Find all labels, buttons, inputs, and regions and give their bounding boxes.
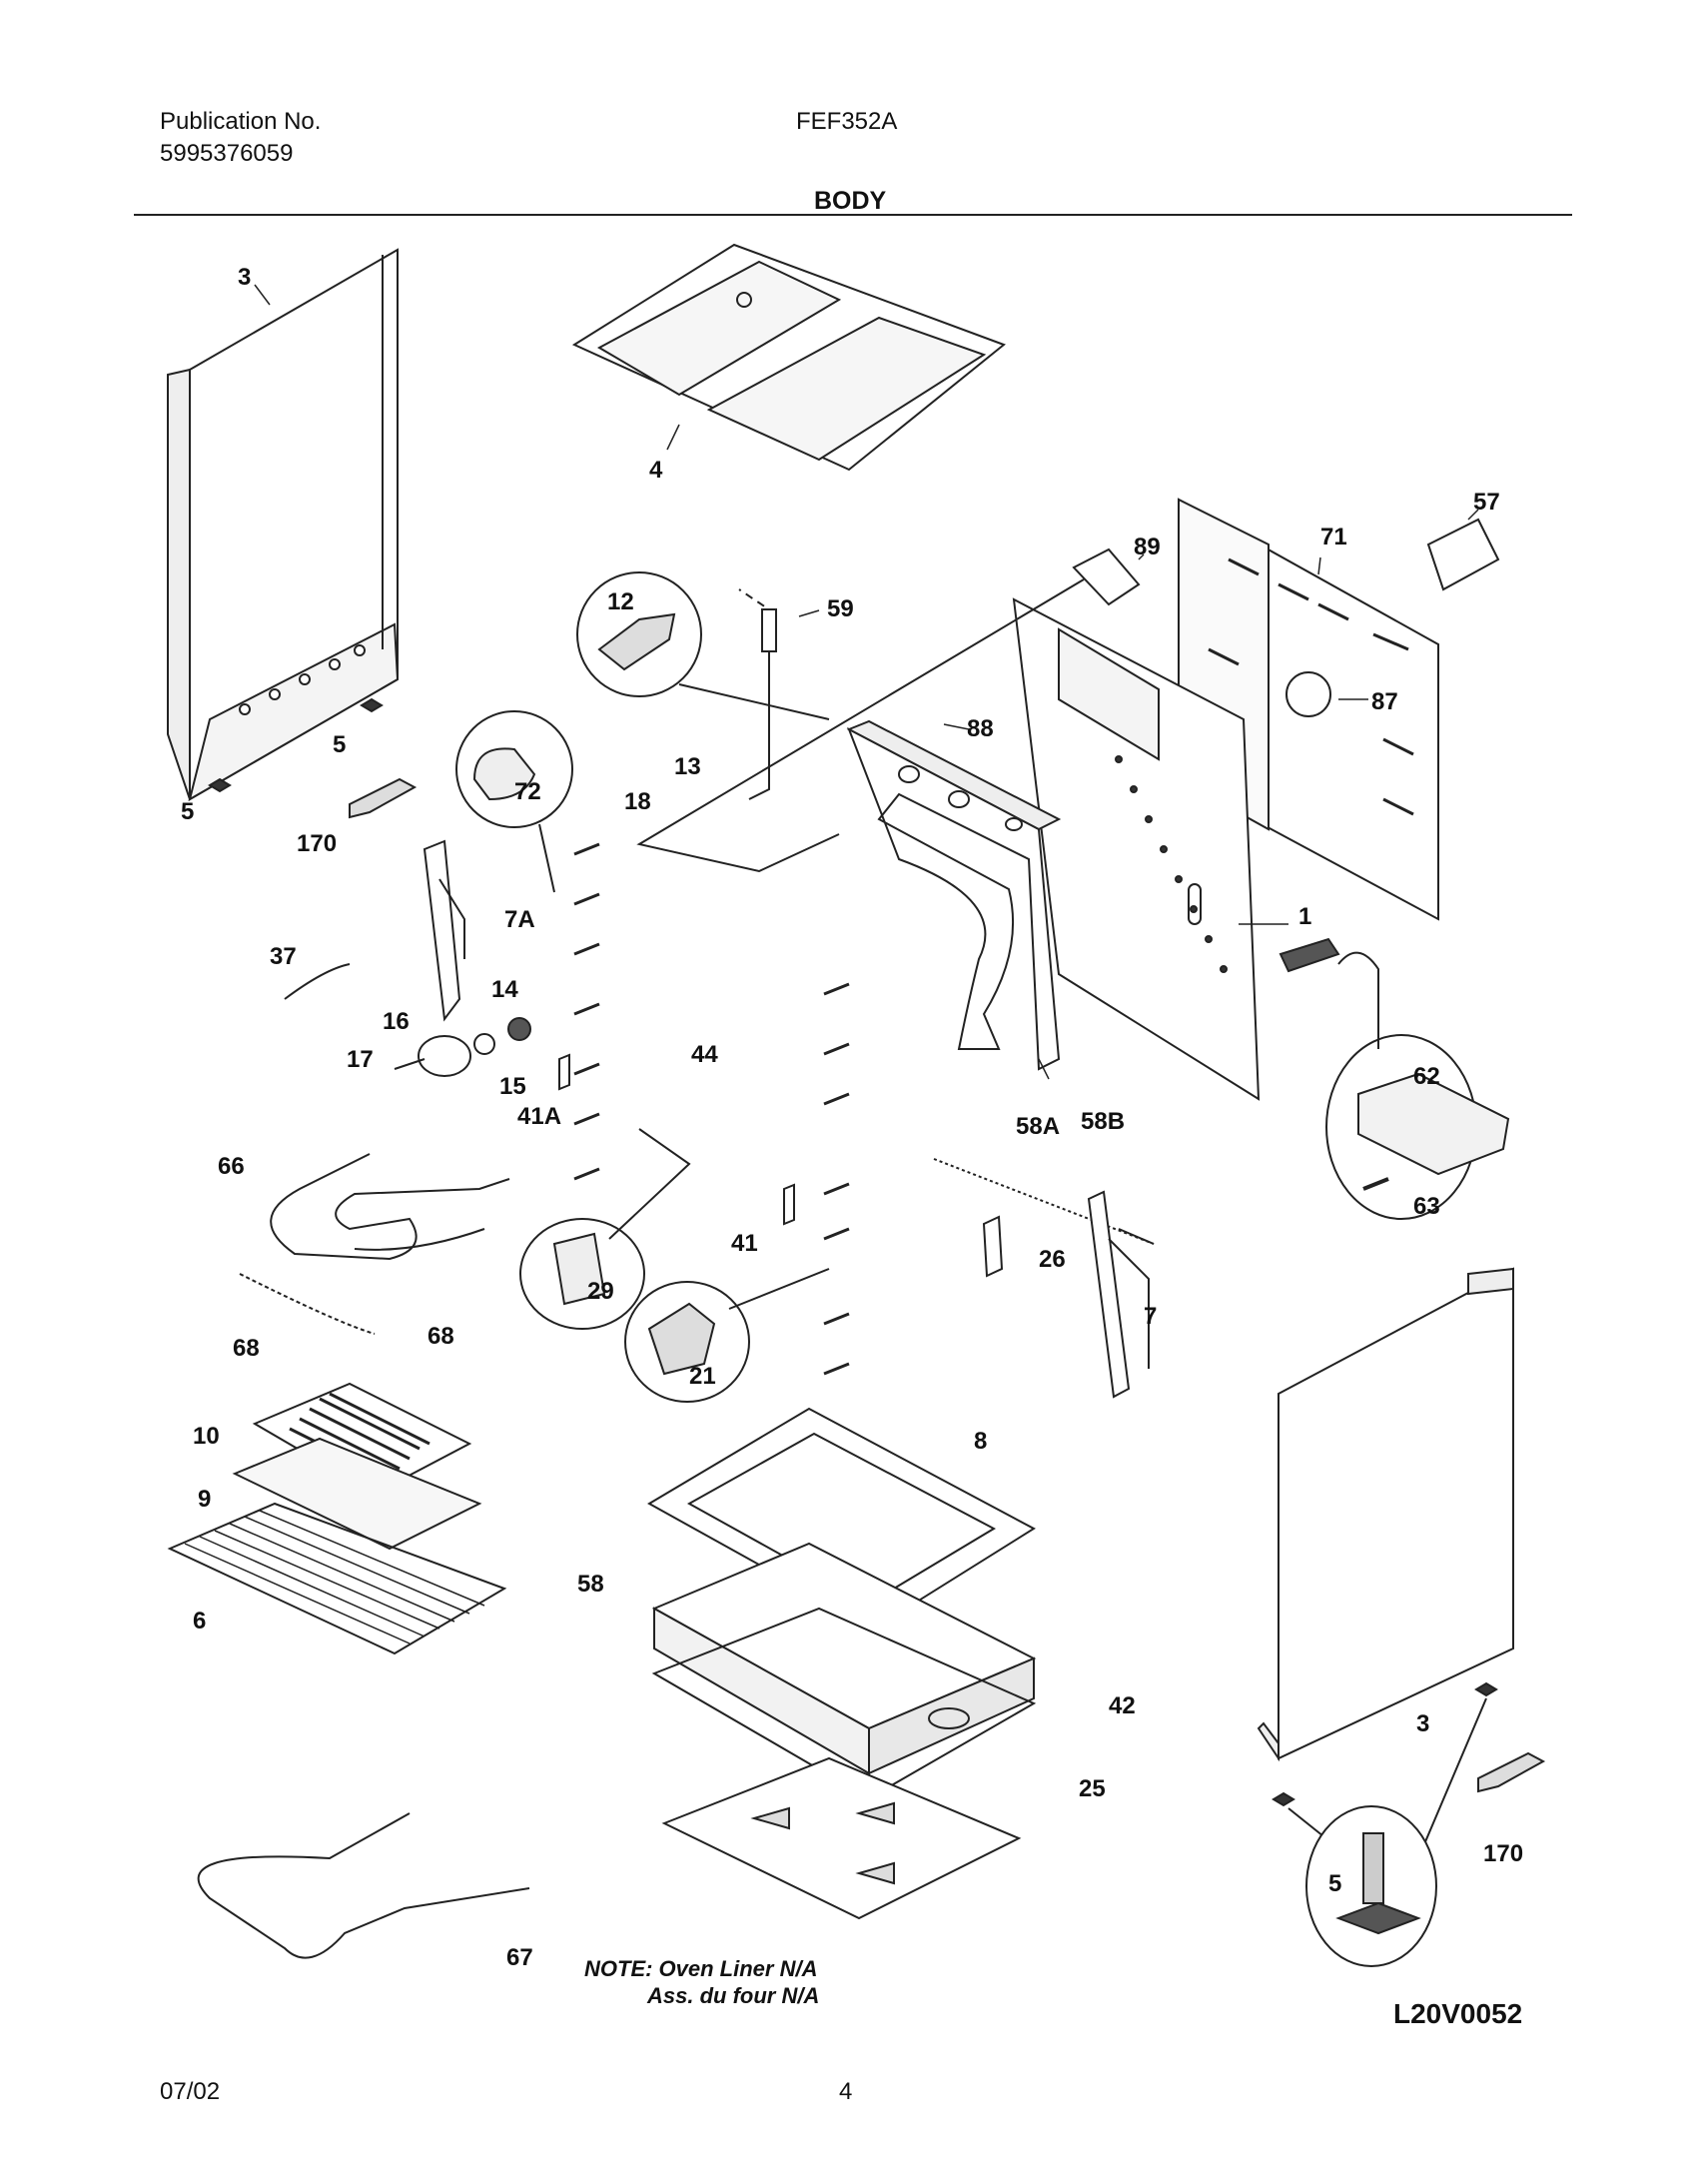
- callout-7: 7: [1144, 1303, 1157, 1330]
- lamp-socket-21-bubble: [624, 1268, 830, 1403]
- clip-29-bubble: [519, 1128, 691, 1330]
- right-side-panel: [1257, 1267, 1514, 1762]
- model-number: FEF352A: [796, 108, 898, 135]
- callout-170-left: 170: [297, 830, 337, 857]
- callout-72: 72: [514, 778, 541, 805]
- callout-44: 44: [691, 1041, 718, 1068]
- left-side-panel: [167, 248, 400, 802]
- door-hinge-right: [1087, 1190, 1150, 1399]
- callout-26: 26: [1039, 1246, 1066, 1273]
- broiler-pan: [232, 1437, 482, 1551]
- callout-41A: 41A: [517, 1103, 561, 1130]
- footer-page-number: 4: [839, 2078, 853, 2105]
- callout-8: 8: [974, 1428, 987, 1455]
- broil-element: [270, 1153, 510, 1261]
- callout-68-a: 68: [427, 1323, 454, 1350]
- callout-17: 17: [347, 1046, 374, 1073]
- callout-4: 4: [649, 457, 663, 484]
- callout-5-a: 5: [333, 731, 346, 758]
- anti-tip-bracket-left: [349, 777, 418, 819]
- callout-58B: 58B: [1081, 1108, 1125, 1135]
- callout-14: 14: [491, 976, 518, 1003]
- lamp-socket-bubble: [455, 710, 573, 893]
- callout-13: 13: [674, 753, 701, 780]
- callout-58A: 58A: [1016, 1113, 1060, 1140]
- callout-12: 12: [607, 588, 634, 615]
- header-rule: [134, 214, 1572, 216]
- bracket-41: [783, 1183, 795, 1226]
- bracket-41A: [558, 1053, 570, 1091]
- callout-170-right: 170: [1483, 1840, 1523, 1867]
- front-frame: [846, 719, 1062, 1071]
- leveling-leg-detail-bubble: [1305, 1805, 1437, 1967]
- callout-16: 16: [383, 1008, 410, 1035]
- screw-set-left: [573, 842, 600, 1181]
- callout-71: 71: [1320, 524, 1347, 550]
- screw-set-center: [823, 982, 850, 1376]
- callout-67: 67: [506, 1944, 533, 1971]
- terminal-block-detail-bubble: [1325, 951, 1510, 1220]
- terminal-block: [1279, 937, 1340, 973]
- oven-bottom-panel: [651, 1607, 1037, 1800]
- callout-7A: 7A: [504, 906, 535, 933]
- callout-3-right: 3: [1416, 1710, 1429, 1737]
- anti-tip-bracket-right: [1477, 1751, 1546, 1793]
- callout-18: 18: [624, 788, 651, 815]
- callout-15: 15: [499, 1073, 526, 1100]
- selector-switch-bubble: [576, 571, 830, 720]
- callout-89: 89: [1134, 534, 1161, 560]
- wiring-lower: [933, 1158, 1155, 1245]
- door-hinge-left: [423, 839, 465, 1022]
- callout-21: 21: [689, 1363, 716, 1390]
- inner-oven-body: [1012, 597, 1261, 1101]
- callout-87: 87: [1371, 688, 1398, 715]
- callout-37: 37: [270, 943, 297, 970]
- callout-42: 42: [1109, 1692, 1136, 1719]
- wire-37: [284, 963, 351, 1000]
- callout-3-left: 3: [238, 264, 251, 291]
- callout-9: 9: [198, 1486, 211, 1513]
- callout-68-b: 68: [233, 1335, 260, 1362]
- callout-1: 1: [1298, 903, 1311, 930]
- oven-insulation: [651, 1542, 1037, 1775]
- leveling-leg-left: [208, 697, 384, 793]
- callout-labels: 3 4 57 71 89 12 59 88 87 13 18 72 5 5 17…: [181, 264, 1523, 1971]
- oven-rack: [167, 1502, 507, 1655]
- callout-29: 29: [587, 1278, 614, 1305]
- bake-element: [197, 1812, 530, 1959]
- note-line-2: Ass. du four N/A: [647, 1983, 820, 2008]
- publication-label: Publication No.: [160, 108, 322, 135]
- diagram-code: L20V0052: [1393, 1998, 1523, 2029]
- leader-lines: [254, 284, 1479, 1080]
- footer-date: 07/02: [160, 2078, 221, 2105]
- wire-68: [239, 1228, 485, 1335]
- note-line-1: NOTE: Oven Liner N/A: [584, 1956, 818, 1981]
- callout-57: 57: [1473, 489, 1500, 516]
- callout-6: 6: [193, 1608, 206, 1635]
- callout-41: 41: [731, 1230, 758, 1257]
- callout-58: 58: [577, 1571, 604, 1598]
- callout-88: 88: [967, 715, 994, 742]
- section-title: BODY: [814, 187, 887, 215]
- callout-5-detail: 5: [1328, 1870, 1341, 1897]
- callout-59: 59: [827, 595, 854, 622]
- callout-62: 62: [1413, 1063, 1440, 1090]
- callout-10: 10: [193, 1423, 220, 1450]
- leveler-59: [761, 608, 777, 652]
- callout-5-b: 5: [181, 798, 194, 825]
- label-plate: [1426, 518, 1500, 591]
- leveling-leg-right: [1272, 1681, 1498, 1859]
- oven-light-assembly: [394, 1017, 531, 1077]
- bottom-drawer-panel: [661, 1756, 1022, 1920]
- callout-63: 63: [1413, 1193, 1440, 1220]
- hinge-receptacle-26: [982, 1215, 1004, 1278]
- callout-25: 25: [1079, 1775, 1106, 1802]
- top-panel: [571, 243, 1006, 472]
- publication-number: 5995376059: [160, 140, 294, 167]
- callout-66: 66: [218, 1153, 245, 1180]
